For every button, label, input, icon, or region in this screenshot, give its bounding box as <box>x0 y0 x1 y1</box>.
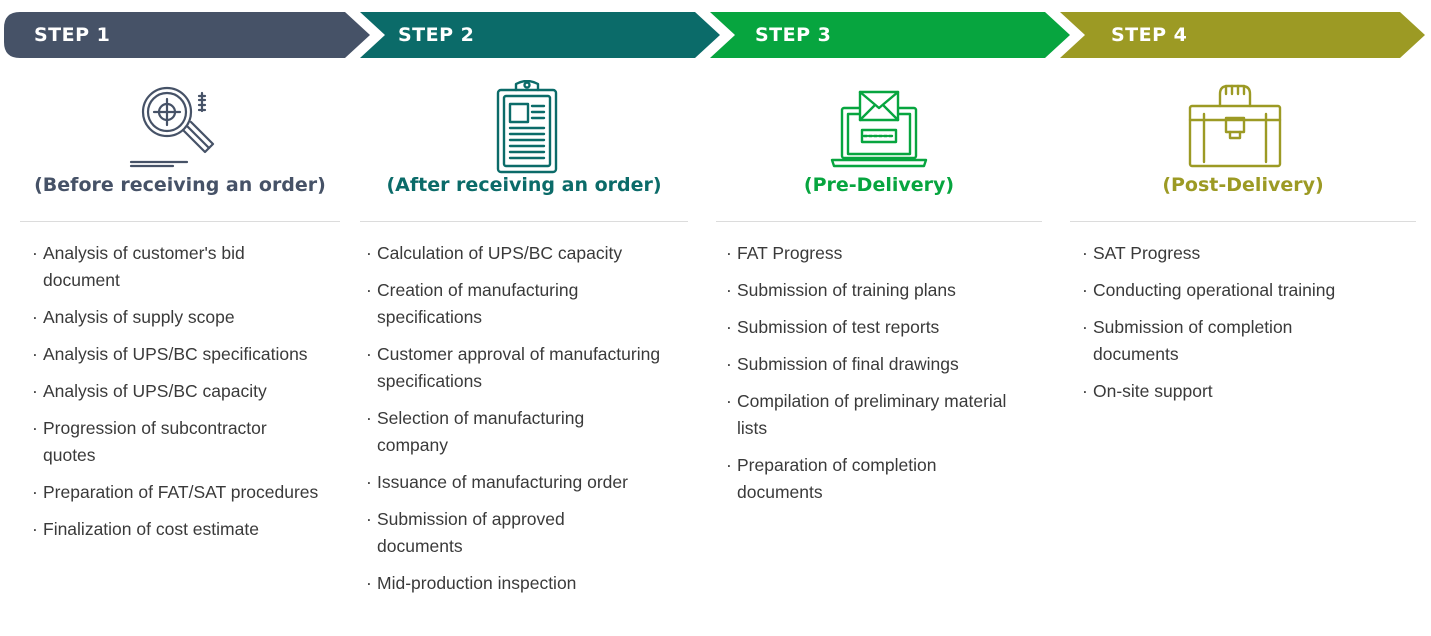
list-item: Submission of completion documents <box>1082 314 1353 368</box>
step-3-divider <box>716 221 1042 222</box>
step-4-title: (Post-Delivery) <box>1162 174 1324 196</box>
list-item: Submission of approved documents <box>366 506 637 560</box>
list-item: Customer approval of manufacturing speci… <box>366 341 667 395</box>
list-item: Preparation of completion documents <box>726 452 1007 506</box>
list-item: Conducting operational training <box>1082 277 1412 304</box>
list-item: Mid-production inspection <box>366 570 686 597</box>
step-3-label: STEP 3 <box>755 24 832 46</box>
list-item: On-site support <box>1082 378 1412 405</box>
list-item: Issuance of manufacturing order <box>366 469 686 496</box>
list-item: Progression of subcontractor quotes <box>32 415 322 469</box>
step-2-list: Calculation of UPS/BC capacity Creation … <box>366 240 686 607</box>
list-item: Preparation of FAT/SAT procedures <box>32 479 322 506</box>
list-item: Creation of manufacturing specifications <box>366 277 637 331</box>
list-item: Compilation of preliminary material list… <box>726 388 1007 442</box>
step-2-title: (After receiving an order) <box>386 174 662 196</box>
list-item: Calculation of UPS/BC capacity <box>366 240 686 267</box>
step-4-list: SAT Progress Conducting operational trai… <box>1082 240 1412 415</box>
toolbox-icon <box>1180 80 1290 175</box>
step-2-label: STEP 2 <box>398 24 475 46</box>
list-item: Submission of training plans <box>726 277 1026 304</box>
list-item: Analysis of UPS/BC specifications <box>32 341 322 368</box>
step-1-label: STEP 1 <box>34 24 111 46</box>
list-item: Analysis of supply scope <box>32 304 322 331</box>
clipboard-document-icon <box>472 80 582 175</box>
list-item: Selection of manufacturing company <box>366 405 647 459</box>
step-3-list: FAT Progress Submission of training plan… <box>726 240 1026 516</box>
step-4-divider <box>1070 221 1416 222</box>
list-item: FAT Progress <box>726 240 1026 267</box>
laptop-mail-icon <box>824 80 934 175</box>
list-item: SAT Progress <box>1082 240 1412 267</box>
step-1-title: (Before receiving an order) <box>34 174 326 196</box>
list-item: Finalization of cost estimate <box>32 516 322 543</box>
step-3-title: (Pre-Delivery) <box>803 174 955 196</box>
step-1-chevron <box>4 12 370 58</box>
step-2-chevron <box>360 12 720 58</box>
step-3-chevron <box>710 12 1070 58</box>
list-item: Analysis of UPS/BC capacity <box>32 378 322 405</box>
list-item: Analysis of customer's bid document <box>32 240 322 294</box>
step-banner <box>4 12 1425 58</box>
step-4-label: STEP 4 <box>1111 24 1188 46</box>
list-item: Submission of test reports <box>726 314 1026 341</box>
magnifier-target-icon <box>125 80 235 175</box>
step-1-divider <box>20 221 340 222</box>
list-item: Submission of final drawings <box>726 351 1026 378</box>
step-1-list: Analysis of customer's bid document Anal… <box>32 240 322 553</box>
step-2-divider <box>360 221 688 222</box>
step-4-chevron <box>1060 12 1425 58</box>
